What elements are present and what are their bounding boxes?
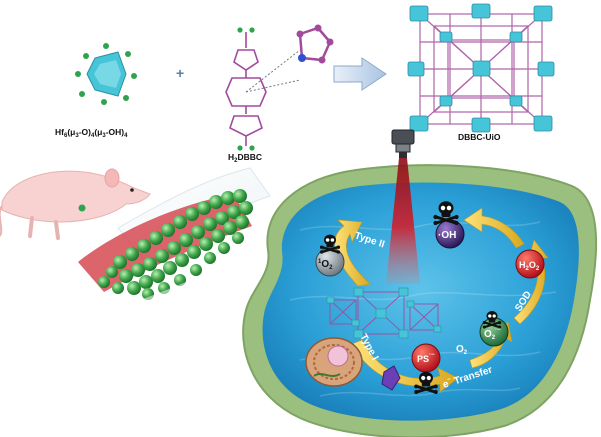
hydroxyl-sphere: ·OH (435, 219, 465, 249)
svg-text:H2O2: H2O2 (519, 260, 540, 272)
o2-label: O2 (456, 344, 468, 356)
ps-sphere: PS·− (411, 343, 441, 373)
hf-cluster-label: Hf6(μ3-O)4(μ3-OH)4 (55, 127, 128, 139)
mouse-icon (0, 168, 151, 240)
pyrrole-ring-icon (296, 24, 334, 64)
svg-text:O2·−: O2·− (484, 327, 501, 341)
laser-emitter-icon (391, 129, 415, 158)
mof-particle-cluster-icon (326, 287, 442, 339)
tumor-cluster-icon (78, 189, 253, 300)
h2o2-to-oh-arrow (463, 207, 525, 249)
plus-sign: + (176, 65, 184, 81)
laser-beam (386, 158, 420, 284)
linker-atoms-icon (237, 27, 255, 151)
crystal-icon (381, 365, 401, 391)
hf-cluster-icon (75, 43, 137, 105)
linker-label: H2DBBC (228, 152, 262, 164)
cell-icon (305, 337, 363, 387)
svg-text:·OH: ·OH (438, 230, 456, 241)
svg-text:PS·−: PS·− (417, 352, 435, 364)
tumor-pool (242, 164, 597, 437)
arrow-right-icon (333, 57, 387, 91)
h2o2-sphere: H2O2 (515, 249, 545, 279)
singlet-oxygen-sphere: 1O2 (315, 247, 345, 277)
mof-label: DBBC-UiO (458, 132, 501, 142)
svg-text:1O2: 1O2 (318, 259, 333, 271)
linker-molecule-icon (225, 32, 301, 146)
mof-framework-icon (407, 3, 555, 133)
